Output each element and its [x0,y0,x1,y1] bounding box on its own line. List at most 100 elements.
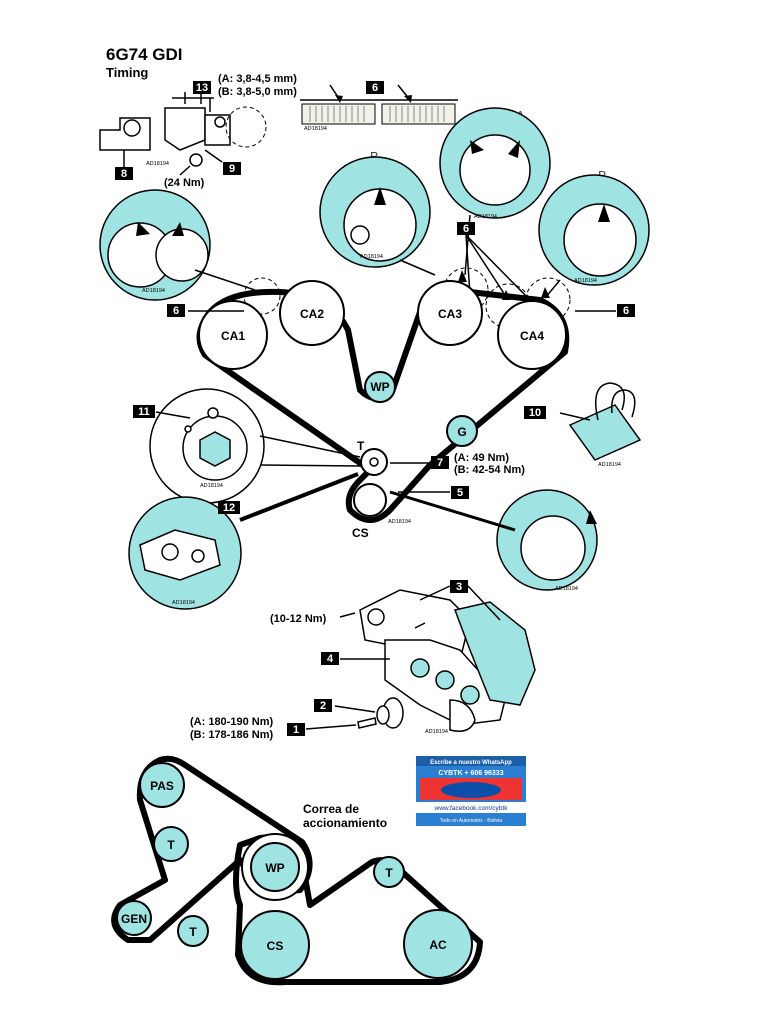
svg-text:3: 3 [456,581,462,593]
svg-text:AD18194: AD18194 [172,600,195,606]
callout-12: 12 [218,501,240,514]
detail-a: A AD18194 [439,107,551,220]
pulley-cs: CS AD18194 [352,483,411,540]
detail-b-right: B AD18194 [538,168,650,286]
ad-banner[interactable]: Escribe a nuestro WhatsApp CYBTK + 606 9… [416,756,526,826]
callout-8: 8 [115,167,133,180]
svg-text:AD18194: AD18194 [146,161,169,167]
drive-belt-label-1: Correa de [303,802,359,816]
svg-text:10: 10 [529,407,541,419]
svg-text:GEN: GEN [121,912,147,926]
svg-text:www.facebook.com/cybtk: www.facebook.com/cybtk [434,805,509,812]
svg-text:8: 8 [121,168,127,180]
spec-9: (24 Nm) [164,177,205,189]
callout-leaders [155,98,616,493]
pulley-ca3: CA3 [417,280,483,346]
svg-text:4: 4 [327,653,334,665]
tensioner-detail: AD18194 [99,92,267,176]
drive-pulley-t2: T [373,856,405,888]
page-title: 6G74 GDI [106,45,183,64]
drive-pulley-t3: T [177,915,209,947]
pulley-ca4: CA4 [497,300,567,370]
svg-text:13: 13 [196,82,208,94]
svg-text:12: 12 [223,502,235,514]
pulley-t: T [357,439,388,476]
svg-text:T: T [385,866,393,880]
svg-text:PAS: PAS [150,779,174,793]
svg-text:9: 9 [229,163,235,175]
svg-text:AD18194: AD18194 [598,462,621,468]
callout-6-left: 6 [167,304,185,317]
binder-clip: AD18194 [568,382,642,468]
drive-pulley-ac: AC [403,909,473,979]
svg-text:11: 11 [138,406,150,418]
spec-1-b: (B: 178-186 Nm) [190,729,273,741]
detail-b-top: B AD18194 [319,149,431,268]
callout-4: 4 [321,652,339,665]
timing-covers: AD18194 [339,585,536,735]
svg-text:2: 2 [320,700,326,712]
detail-ca1-ca2: AD18194 [99,189,211,301]
callout-11: 11 [133,405,155,418]
svg-text:6: 6 [463,223,469,235]
pulley-wp: WP [364,371,396,403]
pulley-ca1: CA1 [198,300,268,370]
svg-text:6: 6 [173,305,179,317]
svg-text:AD18194: AD18194 [142,288,165,294]
svg-text:CA2: CA2 [300,307,324,321]
svg-text:5: 5 [457,487,463,499]
svg-text:CA4: CA4 [520,329,544,343]
svg-text:CYBTK + 606 96333: CYBTK + 606 96333 [438,770,503,777]
svg-text:1: 1 [293,724,299,736]
svg-text:CS: CS [352,526,369,540]
callout-9: 9 [223,162,241,175]
svg-text:CS: CS [267,939,284,953]
svg-text:Escribe a nuestro WhatsApp: Escribe a nuestro WhatsApp [430,760,512,766]
svg-text:CA1: CA1 [221,329,245,343]
spec-1-a: (A: 180-190 Nm) [190,716,273,728]
callout-2: 2 [314,699,332,712]
callout-3: 3 [450,580,468,593]
detail-12: AD18194 [128,472,359,610]
svg-text:Todo en Automotriz - Bolivia: Todo en Automotriz - Bolivia [440,818,502,824]
page-subtitle: Timing [106,65,148,80]
drive-pulley-pas: PAS [139,762,185,808]
svg-text:WP: WP [370,380,389,394]
svg-text:6: 6 [623,305,629,317]
crank-pulley [305,697,404,730]
svg-text:6: 6 [372,82,378,94]
drive-pulley-wp: WP [241,833,309,901]
callout-5: 5 [451,486,469,499]
spec-13-b: (B: 3,8-5,0 mm) [218,86,297,98]
detail-11: AD18194 [149,388,361,504]
svg-text:AD18194: AD18194 [574,278,597,284]
svg-text:T: T [167,838,175,852]
callout-10: 10 [524,406,546,419]
callout-6-right: 6 [617,304,635,317]
callout-6-mid: 6 [457,222,475,235]
drive-pulley-gen: GEN [116,900,152,936]
drive-belt-label-2: accionamiento [303,816,387,830]
svg-text:AD18194: AD18194 [555,586,578,592]
drive-pulley-cs: CS [240,910,310,980]
drive-pulley-t1: T [153,826,189,862]
svg-text:AD18194: AD18194 [304,126,327,132]
svg-text:CA3: CA3 [438,307,462,321]
svg-text:AD18194: AD18194 [474,214,497,220]
svg-text:AC: AC [429,938,447,952]
svg-text:AD18194: AD18194 [425,729,448,735]
spec-7-b: (B: 42-54 Nm) [454,464,525,476]
pulley-ca2: CA2 [279,280,345,346]
pulley-g: G [446,415,478,447]
svg-text:AD18194: AD18194 [388,519,411,525]
callout-6-top: 6 [366,81,384,94]
timing-mark-strips: AD18194 [300,84,458,132]
callout-7: 7 [431,456,449,469]
spec-7-a: (A: 49 Nm) [454,452,509,464]
svg-text:7: 7 [437,457,443,469]
svg-text:G: G [457,425,466,439]
svg-text:T: T [189,925,197,939]
svg-text:WP: WP [265,861,284,875]
callout-1: 1 [287,723,305,736]
